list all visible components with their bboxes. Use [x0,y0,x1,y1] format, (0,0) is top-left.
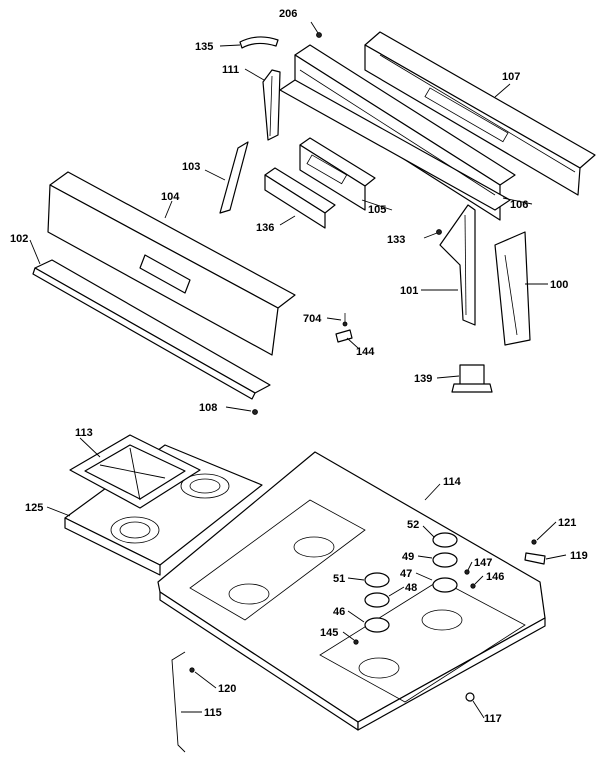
part-101-bracket [439,204,476,326]
part-136-overlay [264,167,336,229]
label-119: 119 [570,550,588,562]
label-115: 115 [204,707,222,719]
part-51-cap [364,572,390,588]
part-133-screw [436,229,442,235]
label-120: 120 [218,683,236,695]
label-51: 51 [333,573,345,585]
label-113: 113 [75,427,93,439]
part-103-bracket [219,141,249,214]
part-114-cooktop [157,451,546,731]
part-145-electrode [353,639,359,645]
part-113-grate [69,434,201,509]
label-101: 101 [400,285,418,297]
leader-lines [29,21,567,719]
part-111-bracket [262,69,281,141]
label-133: 133 [387,234,405,246]
label-107: 107 [502,71,520,83]
label-139: 139 [414,373,432,385]
part-125-drip-pan [64,444,263,576]
part-120-screw [189,667,195,673]
label-206: 206 [279,8,297,20]
label-144: 144 [356,346,375,358]
label-103: 103 [182,161,200,173]
label-102: 102 [10,233,28,245]
label-147: 147 [474,557,492,569]
callout-labels: 206 135 111 107 103 104 105 106 136 102 … [10,8,588,725]
part-102-trim [32,259,271,400]
label-100: 100 [550,279,568,291]
label-136: 136 [256,222,274,234]
part-206-screw [316,32,322,38]
part-104-front-panel [47,171,296,356]
label-704: 704 [303,313,322,325]
part-100-bracket [494,231,531,346]
label-105: 105 [368,204,386,216]
part-119-bracket [524,552,546,565]
label-49: 49 [402,551,414,563]
label-117: 117 [484,713,502,725]
part-117-foot [465,692,475,702]
part-147-electrode [464,569,470,575]
part-48-cap [364,592,390,608]
label-125: 125 [25,502,43,514]
part-115-support-rod [171,651,186,753]
label-146: 146 [486,571,504,583]
part-704-screw [342,313,348,327]
label-114: 114 [443,476,462,488]
part-146-electrode [470,583,476,589]
label-104: 104 [161,191,180,203]
label-52: 52 [407,519,419,531]
part-52-cap [432,532,458,548]
label-135: 135 [195,41,213,53]
label-121: 121 [558,517,576,529]
part-105-panel [299,137,376,211]
label-145: 145 [320,627,338,639]
part-121-screw [531,539,537,545]
label-111: 111 [222,64,239,76]
part-107-trim [364,31,596,196]
part-46-head [364,617,390,633]
part-135 [239,36,279,49]
label-108: 108 [199,402,217,414]
part-106-backguard [279,44,516,221]
part-49-cap [432,552,458,568]
part-47-head [432,577,458,593]
part-139-transformer [451,364,493,393]
label-106: 106 [510,199,528,211]
label-46: 46 [333,606,345,618]
part-108-screw [252,409,258,415]
label-47: 47 [400,568,412,580]
label-48: 48 [405,582,417,594]
